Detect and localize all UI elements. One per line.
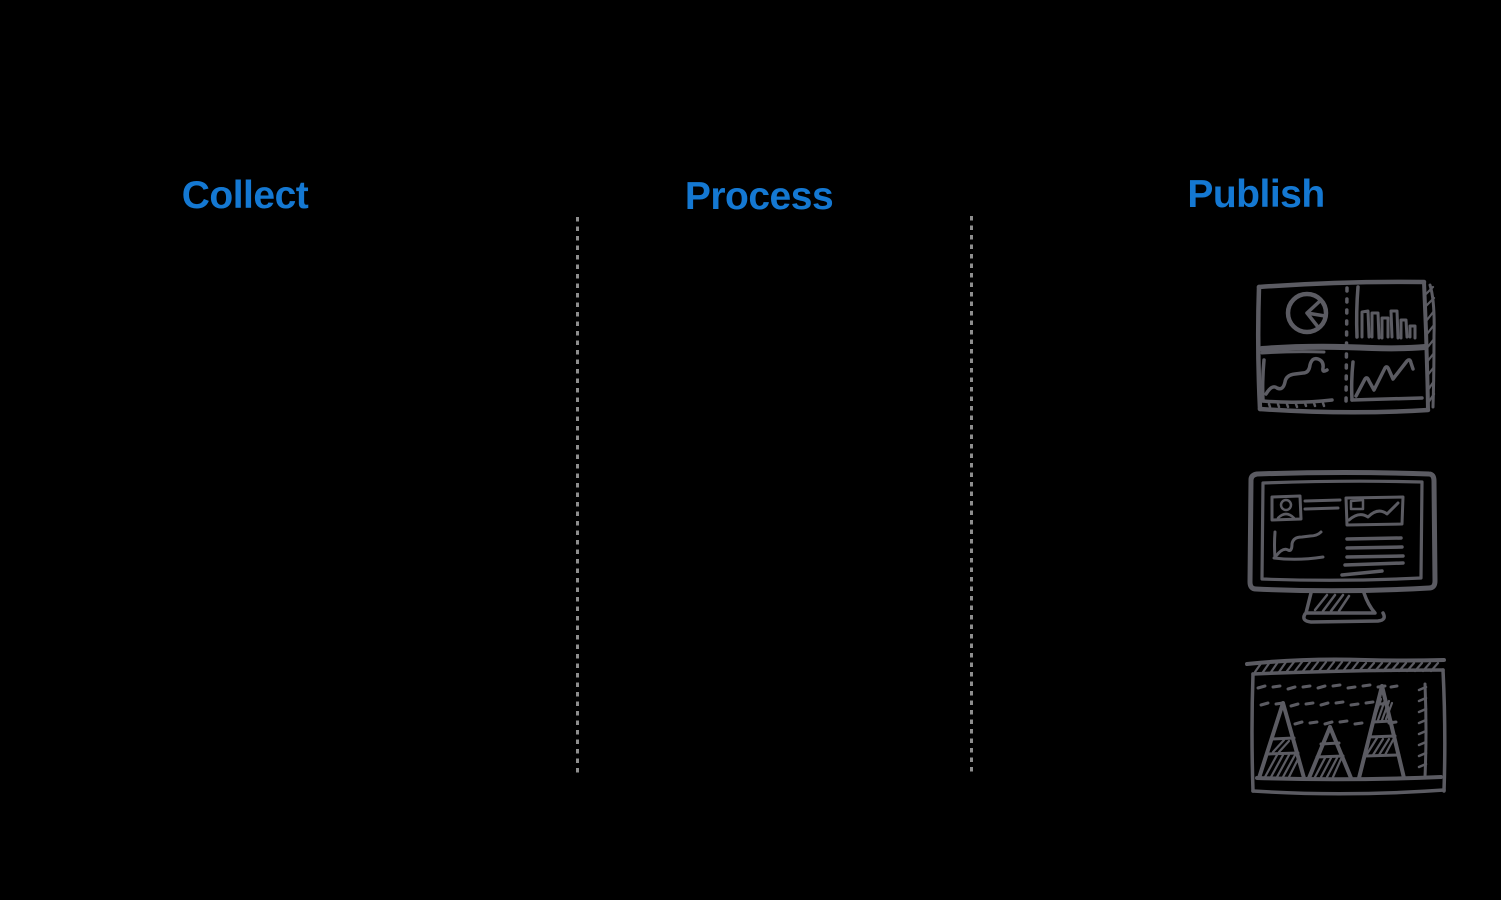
dashboard-report-sketch-svg (1255, 279, 1436, 415)
column-title-collect: Collect (181, 174, 309, 217)
person-icon-shoulders (1276, 512, 1296, 520)
person-icon (1279, 498, 1293, 512)
dashboard-report-sketch (1252, 276, 1448, 418)
desktop-monitor-sketch-svg (1247, 470, 1438, 624)
peaks-chart-board-sketch (1245, 651, 1449, 797)
peaks-chart-board-sketch-svg (1245, 657, 1447, 796)
desktop-monitor-sketch (1245, 467, 1441, 629)
column-divider-left (576, 217, 579, 777)
column-title-publish: Publish (1187, 173, 1325, 216)
column-divider-right (970, 216, 973, 776)
column-title-process: Process (684, 175, 834, 218)
